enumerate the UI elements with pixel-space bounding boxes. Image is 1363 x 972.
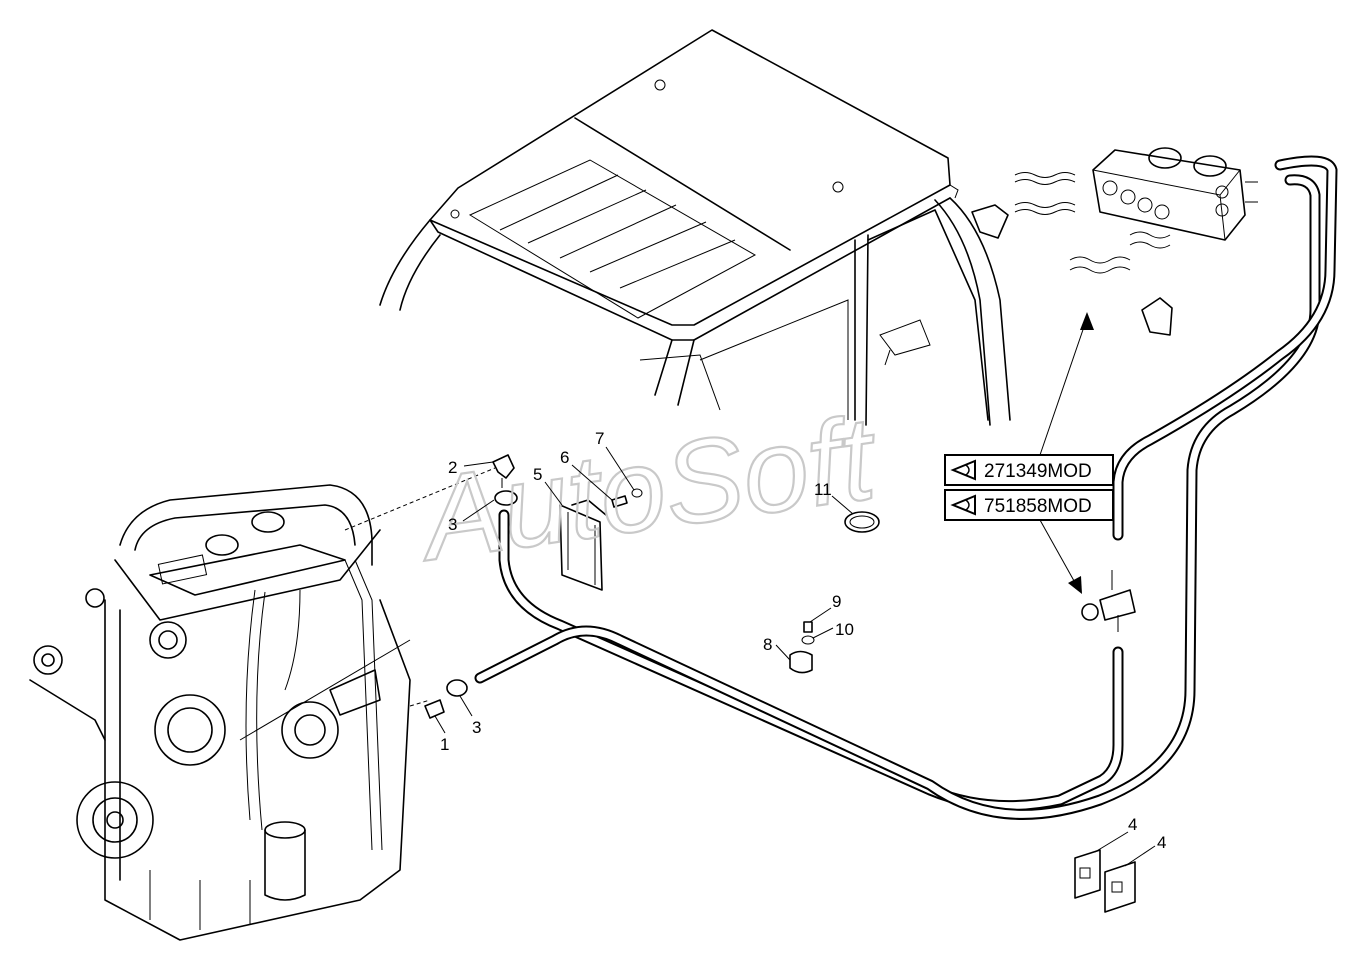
- callout-leaders: [434, 446, 1156, 867]
- callout-3-lower: 3: [472, 718, 481, 737]
- callout-8: 8: [763, 635, 772, 654]
- heater-unit: [971, 147, 1258, 336]
- callouts: 2 3 5 6 7 11 9 10 8 1 3 4 4: [440, 429, 1166, 852]
- callout-4-right: 4: [1157, 833, 1166, 852]
- part-3-clamp-lower: [446, 679, 468, 697]
- part-8-clip: [789, 650, 813, 674]
- part-1-fitting: [424, 699, 445, 719]
- callout-1: 1: [440, 735, 449, 754]
- engine-block: [29, 484, 411, 941]
- callout-11: 11: [814, 480, 832, 499]
- callout-10: 10: [835, 620, 854, 639]
- callout-2: 2: [448, 458, 457, 477]
- part-4-blocks: [1074, 849, 1136, 913]
- callout-4-left: 4: [1128, 815, 1137, 834]
- part-3-clamp-upper: [494, 490, 518, 506]
- reference-code: 751858MOD: [984, 496, 1092, 517]
- callout-6: 6: [560, 448, 569, 467]
- part-5-bracket: [559, 499, 607, 591]
- callout-3-upper: 3: [448, 515, 457, 534]
- cab-frame: [379, 29, 1011, 426]
- reference-code: 271349MOD: [984, 461, 1092, 482]
- valve-tee: [1081, 570, 1136, 632]
- part-11-clamp: [844, 511, 880, 533]
- callout-5: 5: [533, 465, 542, 484]
- reference-box-751858[interactable]: 751858MOD: [944, 489, 1114, 521]
- connector-lines: [344, 467, 496, 707]
- part-6-bolt: [611, 495, 628, 508]
- callout-9: 9: [832, 592, 841, 611]
- callout-7: 7: [595, 429, 604, 448]
- reference-arrows: [1039, 312, 1094, 594]
- part-2-elbow: [492, 454, 515, 488]
- part-7-washer: [631, 488, 643, 498]
- reference-box-271349[interactable]: 271349MOD: [944, 454, 1114, 486]
- part-10-washer: [801, 635, 815, 645]
- heater-hoses: [474, 155, 1338, 820]
- part-9-screw: [803, 621, 813, 633]
